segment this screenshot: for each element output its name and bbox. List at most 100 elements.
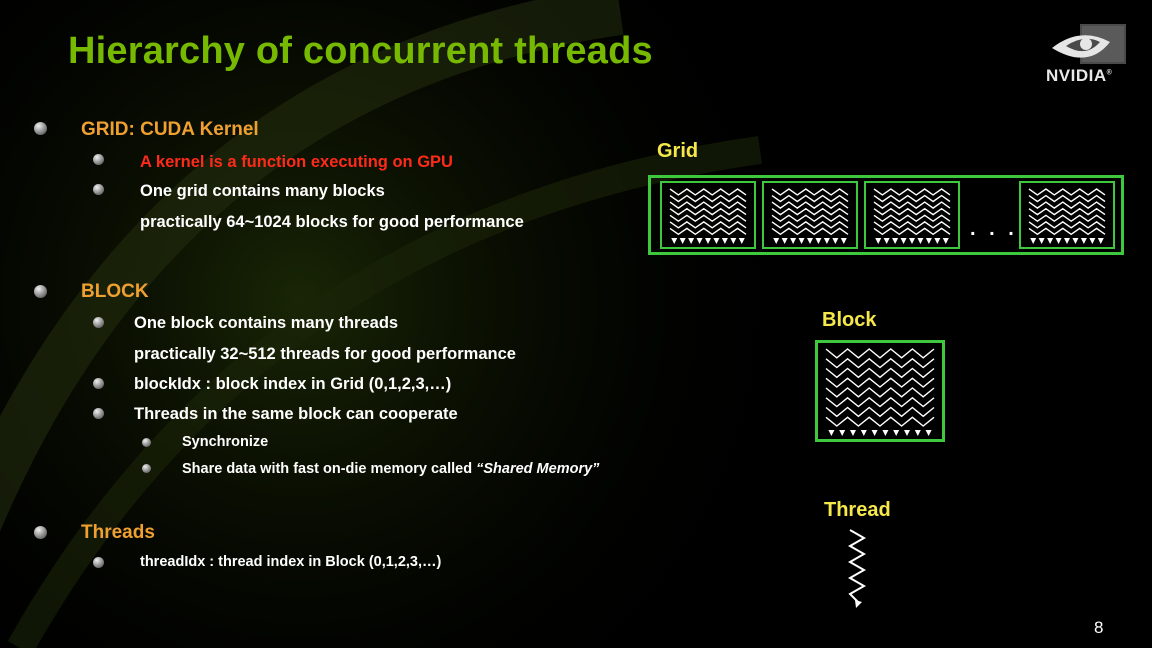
grid-block bbox=[660, 181, 756, 249]
thread-arrowhead bbox=[839, 430, 846, 436]
thread-wave bbox=[873, 201, 951, 209]
thread-arrowhead bbox=[900, 238, 907, 244]
grid-frame bbox=[648, 175, 1124, 255]
thread-wave bbox=[771, 194, 849, 203]
bullet-icon bbox=[34, 285, 47, 298]
thread-arrowhead bbox=[1030, 238, 1037, 244]
thread-wave bbox=[873, 214, 951, 223]
thread-arrowhead bbox=[882, 430, 889, 436]
block-subitem-shared-memory: Share data with fast on-die memory calle… bbox=[182, 461, 600, 477]
thread-arrowhead bbox=[892, 238, 899, 244]
thread-label: Thread bbox=[824, 499, 891, 521]
thread-wave bbox=[825, 377, 935, 388]
thread-arrowhead bbox=[798, 238, 805, 244]
thread-arrowhead bbox=[688, 238, 695, 244]
thread-arrowhead bbox=[1038, 238, 1045, 244]
block-heading: BLOCK bbox=[81, 281, 149, 302]
thread-arrowhead bbox=[893, 430, 900, 436]
thread-arrowhead bbox=[840, 238, 847, 244]
bullet-icon bbox=[34, 122, 47, 135]
thread-wave bbox=[1028, 221, 1106, 229]
thread-arrowhead bbox=[696, 238, 703, 244]
thread-wave bbox=[771, 227, 849, 236]
thread-arrowhead bbox=[815, 238, 822, 244]
thread-arrowhead bbox=[773, 238, 780, 244]
block-item-practical: practically 32~512 threads for good perf… bbox=[134, 345, 516, 363]
thread-wave bbox=[873, 194, 951, 203]
thread-wave bbox=[825, 348, 935, 359]
bullet-icon bbox=[34, 526, 47, 539]
thread-arrowhead bbox=[738, 238, 745, 244]
thread-arrowhead bbox=[730, 238, 737, 244]
block-item-blockidx: blockIdx : block index in Grid (0,1,2,3,… bbox=[134, 375, 452, 393]
thread-wave bbox=[1028, 188, 1106, 196]
thread-arrowhead bbox=[942, 238, 949, 244]
grid-block bbox=[864, 181, 960, 249]
slide-title: Hierarchy of concurrent threads bbox=[68, 30, 653, 72]
thread-wave bbox=[669, 227, 747, 236]
threads-item-threadidx: threadIdx : thread index in Block (0,1,2… bbox=[140, 554, 442, 570]
bullet-icon bbox=[93, 184, 104, 195]
thread-arrowhead bbox=[679, 238, 686, 244]
grid-label: Grid bbox=[657, 140, 699, 162]
bullet-icon bbox=[142, 464, 151, 473]
thread-wave bbox=[825, 357, 935, 369]
thread-arrowhead bbox=[883, 238, 890, 244]
grid-item-blocks: One grid contains many blocks bbox=[140, 182, 385, 200]
block-diagram bbox=[815, 340, 945, 442]
thread-wave bbox=[669, 221, 747, 229]
thread-arrowhead bbox=[860, 430, 867, 436]
thread-wave bbox=[771, 221, 849, 229]
block-label: Block bbox=[822, 309, 877, 331]
thread-arrowhead bbox=[917, 238, 924, 244]
thread-squiggle-icon bbox=[847, 529, 867, 608]
thread-wave bbox=[669, 201, 747, 209]
thread-wave bbox=[771, 214, 849, 223]
thread-wave bbox=[825, 367, 935, 379]
thread-wave bbox=[771, 201, 849, 209]
thread-wave bbox=[1028, 201, 1106, 209]
thread-arrowhead bbox=[925, 430, 932, 436]
bullet-icon bbox=[142, 438, 151, 447]
bullet-icon bbox=[93, 317, 104, 328]
thread-arrowhead bbox=[671, 238, 678, 244]
thread-wave bbox=[873, 188, 951, 196]
block-item-threads: One block contains many threads bbox=[134, 314, 399, 332]
bullet-icon bbox=[93, 557, 104, 568]
thread-wave bbox=[669, 188, 747, 196]
thread-wave bbox=[1028, 207, 1106, 216]
thread-arrowhead bbox=[925, 238, 932, 244]
thread-arrowhead bbox=[871, 430, 878, 436]
thread-arrowhead bbox=[705, 238, 711, 244]
thread-arrowhead bbox=[1047, 238, 1054, 244]
page-number: 8 bbox=[1094, 618, 1104, 637]
thread-arrowhead bbox=[850, 430, 856, 436]
threads-heading: Threads bbox=[81, 522, 155, 543]
thread-wave bbox=[873, 207, 951, 216]
thread-arrowhead bbox=[828, 430, 835, 436]
thread-wave bbox=[1028, 214, 1106, 223]
thread-arrowhead bbox=[934, 238, 941, 244]
block-item-cooperate: Threads in the same block can cooperate bbox=[134, 405, 458, 423]
thread-arrowhead bbox=[1072, 238, 1079, 244]
thread-wave bbox=[873, 221, 951, 229]
thread-arrowhead bbox=[823, 238, 830, 244]
thread-arrowhead bbox=[904, 430, 910, 436]
thread-arrowhead bbox=[807, 238, 813, 244]
grid-block bbox=[1019, 181, 1115, 249]
thread-wave bbox=[771, 188, 849, 196]
thread-arrowhead bbox=[781, 238, 788, 244]
thread-wave bbox=[825, 406, 935, 418]
bullet-icon bbox=[93, 408, 104, 419]
thread-wave bbox=[669, 207, 747, 216]
thread-wave bbox=[873, 227, 951, 236]
thread-wave bbox=[669, 194, 747, 203]
thread-arrowhead bbox=[875, 238, 882, 244]
thread-wave bbox=[825, 387, 935, 398]
thread-wave bbox=[771, 207, 849, 216]
thread-arrowhead bbox=[909, 238, 915, 244]
thread-arrowhead bbox=[713, 238, 720, 244]
thread-arrowhead bbox=[1097, 238, 1104, 244]
thread-arrowhead bbox=[1064, 238, 1070, 244]
grid-ellipsis: . . . bbox=[970, 218, 1018, 240]
